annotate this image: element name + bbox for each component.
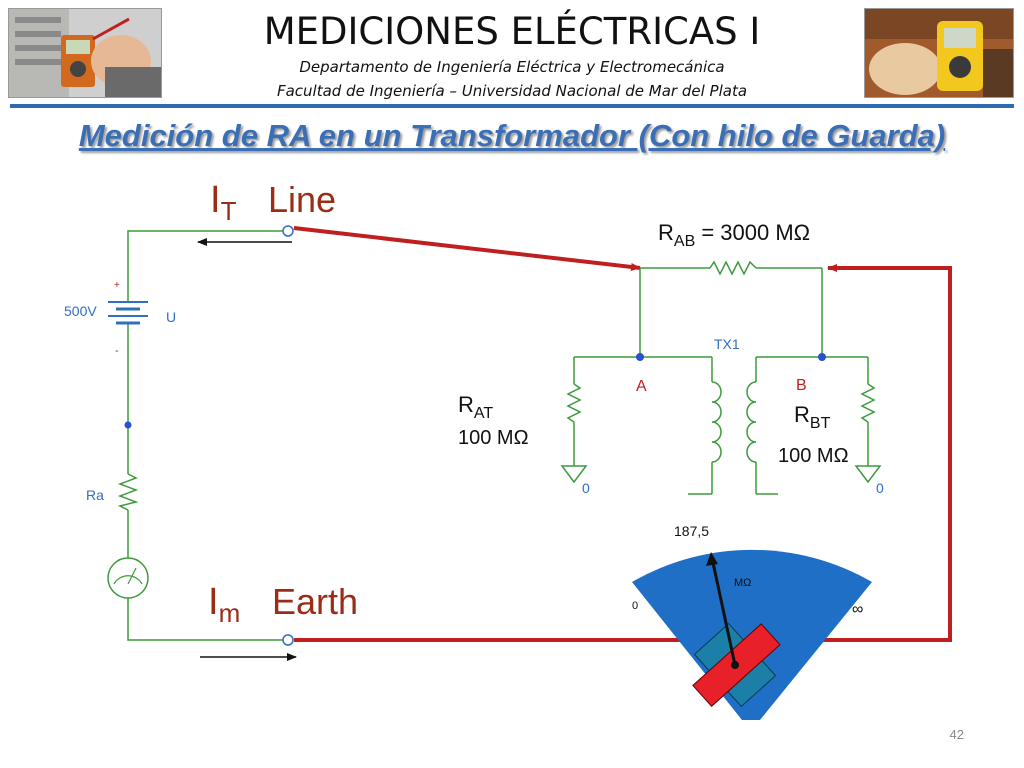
header-photo-right (864, 8, 1014, 98)
transformer-label: TX1 (714, 336, 740, 352)
node-b-dot (818, 353, 826, 361)
header-subtitle-faculty: Facultad de Ingeniería – Universidad Nac… (276, 82, 748, 100)
ammeter-symbol (107, 557, 149, 599)
source-voltage-label: 500V (64, 303, 97, 319)
meter-scale-min: 0 (632, 600, 638, 612)
header-subtitle-department: Departamento de Ingeniería Eléctrica y E… (299, 58, 725, 76)
node-a-dot (636, 353, 644, 361)
rab-label: RAB = 3000 MΩ (658, 220, 810, 250)
meter-pivot (731, 661, 739, 669)
guard-wire (294, 264, 952, 642)
ground-label-b: 0 (876, 480, 884, 496)
source-name-label: U (166, 309, 176, 325)
node-a-label: A (636, 378, 647, 395)
meter-reading: 187,5 (674, 523, 709, 539)
earth-label: Earth (272, 581, 358, 622)
meter-needle-tip (706, 552, 718, 566)
ground-symbol-a (560, 465, 588, 484)
battery-symbol (108, 301, 148, 325)
header-divider (10, 104, 1014, 108)
header-title: MEDICIONES ELÉCTRICAS I (263, 10, 761, 53)
header-photo-left (8, 8, 162, 98)
meter-unit: MΩ (734, 577, 751, 589)
junction-dot-left (124, 421, 132, 429)
ra-label: Ra (86, 487, 104, 503)
line-terminal (282, 225, 294, 237)
source-branch (127, 230, 286, 641)
line-wire (293, 226, 641, 271)
node-b-label: B (796, 377, 807, 394)
line-current-label: IT (210, 179, 237, 226)
meter-scale-max: ∞ (852, 601, 863, 618)
page-number: 42 (949, 727, 964, 742)
rbt-label: RBT (794, 402, 831, 432)
megohmmeter: 187,5 MΩ 0 ∞ (632, 523, 872, 720)
rat-label: RAT (458, 392, 493, 422)
battery-minus: - (115, 345, 119, 357)
ground-symbol-b (854, 465, 882, 484)
ra-resistor (117, 473, 139, 511)
rat-value: 100 MΩ (458, 427, 529, 449)
battery-plus: + (114, 280, 120, 291)
earth-terminal (282, 634, 294, 646)
slide-title: Medición de RA en un Transformador (Con … (78, 118, 946, 153)
ground-label-a: 0 (582, 480, 590, 496)
meter-needle (710, 557, 737, 666)
rbt-value: 100 MΩ (778, 445, 849, 467)
line-label: Line (268, 179, 336, 220)
earth-current-label: Im (208, 581, 240, 628)
